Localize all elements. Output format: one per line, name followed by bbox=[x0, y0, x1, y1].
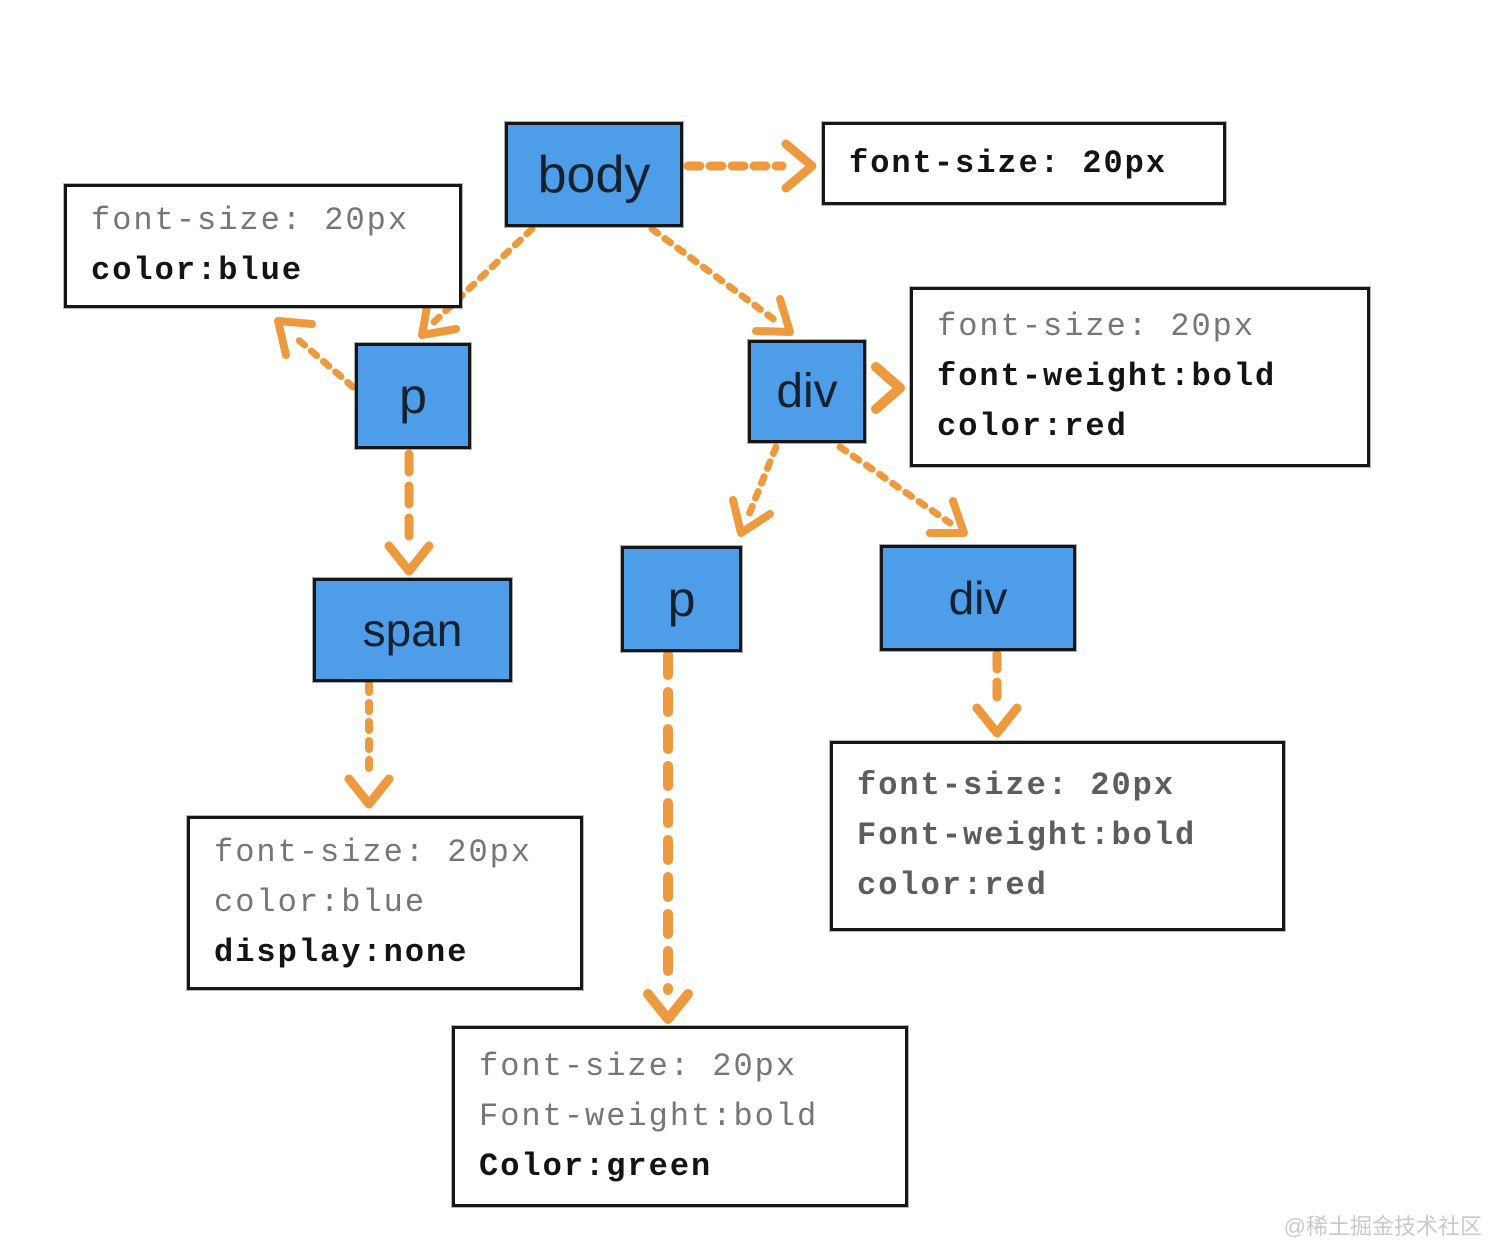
arrow-div1-to-div1-style bbox=[871, 362, 905, 414]
stylebox-span-line-2: color:blue bbox=[214, 884, 427, 921]
node-p-left-label: p bbox=[399, 368, 427, 424]
stylebox-p-left-line-2: color:blue bbox=[91, 252, 304, 289]
arrow-body-to-body-style bbox=[683, 139, 817, 193]
stylebox-div-right: font-size: 20px font-weight:bold color:r… bbox=[910, 287, 1370, 467]
node-span-label: span bbox=[362, 604, 463, 656]
stylebox-body-line-1: font-size: 20px bbox=[849, 144, 1168, 182]
node-div-right-label: div bbox=[776, 365, 838, 418]
node-div-lower: div bbox=[880, 545, 1076, 651]
arrow-body-to-div1 bbox=[648, 225, 794, 336]
arrow-p2-to-p2-style bbox=[643, 650, 693, 1024]
stylebox-div-lower: font-size: 20px Font-weight:bold color:r… bbox=[830, 741, 1285, 931]
node-p-middle-label: p bbox=[667, 571, 696, 627]
stylebox-span-line-1: font-size: 20px bbox=[214, 834, 533, 871]
node-body-label: body bbox=[537, 145, 651, 204]
stylebox-div-right-line-2: font-weight:bold bbox=[937, 358, 1277, 395]
stylebox-span: font-size: 20px color:blue display:none bbox=[187, 816, 583, 990]
stylebox-p-left: font-size: 20px color:blue bbox=[64, 184, 462, 308]
stylebox-p-middle-line-2: Font-weight:bold bbox=[479, 1097, 819, 1135]
stylebox-p-middle-line-1: font-size: 20px bbox=[479, 1047, 798, 1085]
node-p-left: p bbox=[355, 343, 471, 449]
stylebox-div-lower-line-2: Font-weight:bold bbox=[857, 817, 1197, 854]
stylebox-div-right-line-3: color:red bbox=[937, 408, 1128, 445]
watermark: @稀土掘金技术社区 bbox=[1283, 1214, 1482, 1239]
arrow-p1-to-span1 bbox=[384, 449, 434, 576]
node-body: body bbox=[505, 122, 683, 227]
arrow-span1-to-span1-style bbox=[344, 680, 394, 809]
arrow-div1-to-p2 bbox=[729, 443, 780, 537]
stylebox-body: font-size: 20px bbox=[822, 122, 1226, 205]
node-span: span bbox=[313, 578, 512, 682]
stylebox-p-middle: font-size: 20px Font-weight:bold Color:g… bbox=[452, 1026, 908, 1207]
arrow-div2-to-div2-style bbox=[972, 649, 1022, 738]
node-p-middle: p bbox=[621, 546, 742, 652]
node-div-right: div bbox=[748, 340, 866, 443]
stylebox-div-lower-line-3: color:red bbox=[857, 867, 1048, 904]
stylebox-p-middle-line-3: Color:green bbox=[479, 1147, 713, 1185]
stylebox-span-line-3: display:none bbox=[214, 934, 469, 971]
node-div-lower-label: div bbox=[948, 572, 1008, 624]
stylebox-div-right-line-1: font-size: 20px bbox=[937, 308, 1256, 345]
arrow-p1-to-p1-style bbox=[274, 317, 357, 391]
stylebox-div-lower-line-1: font-size: 20px bbox=[857, 767, 1176, 804]
stylebox-p-left-line-1: font-size: 20px bbox=[91, 202, 410, 239]
